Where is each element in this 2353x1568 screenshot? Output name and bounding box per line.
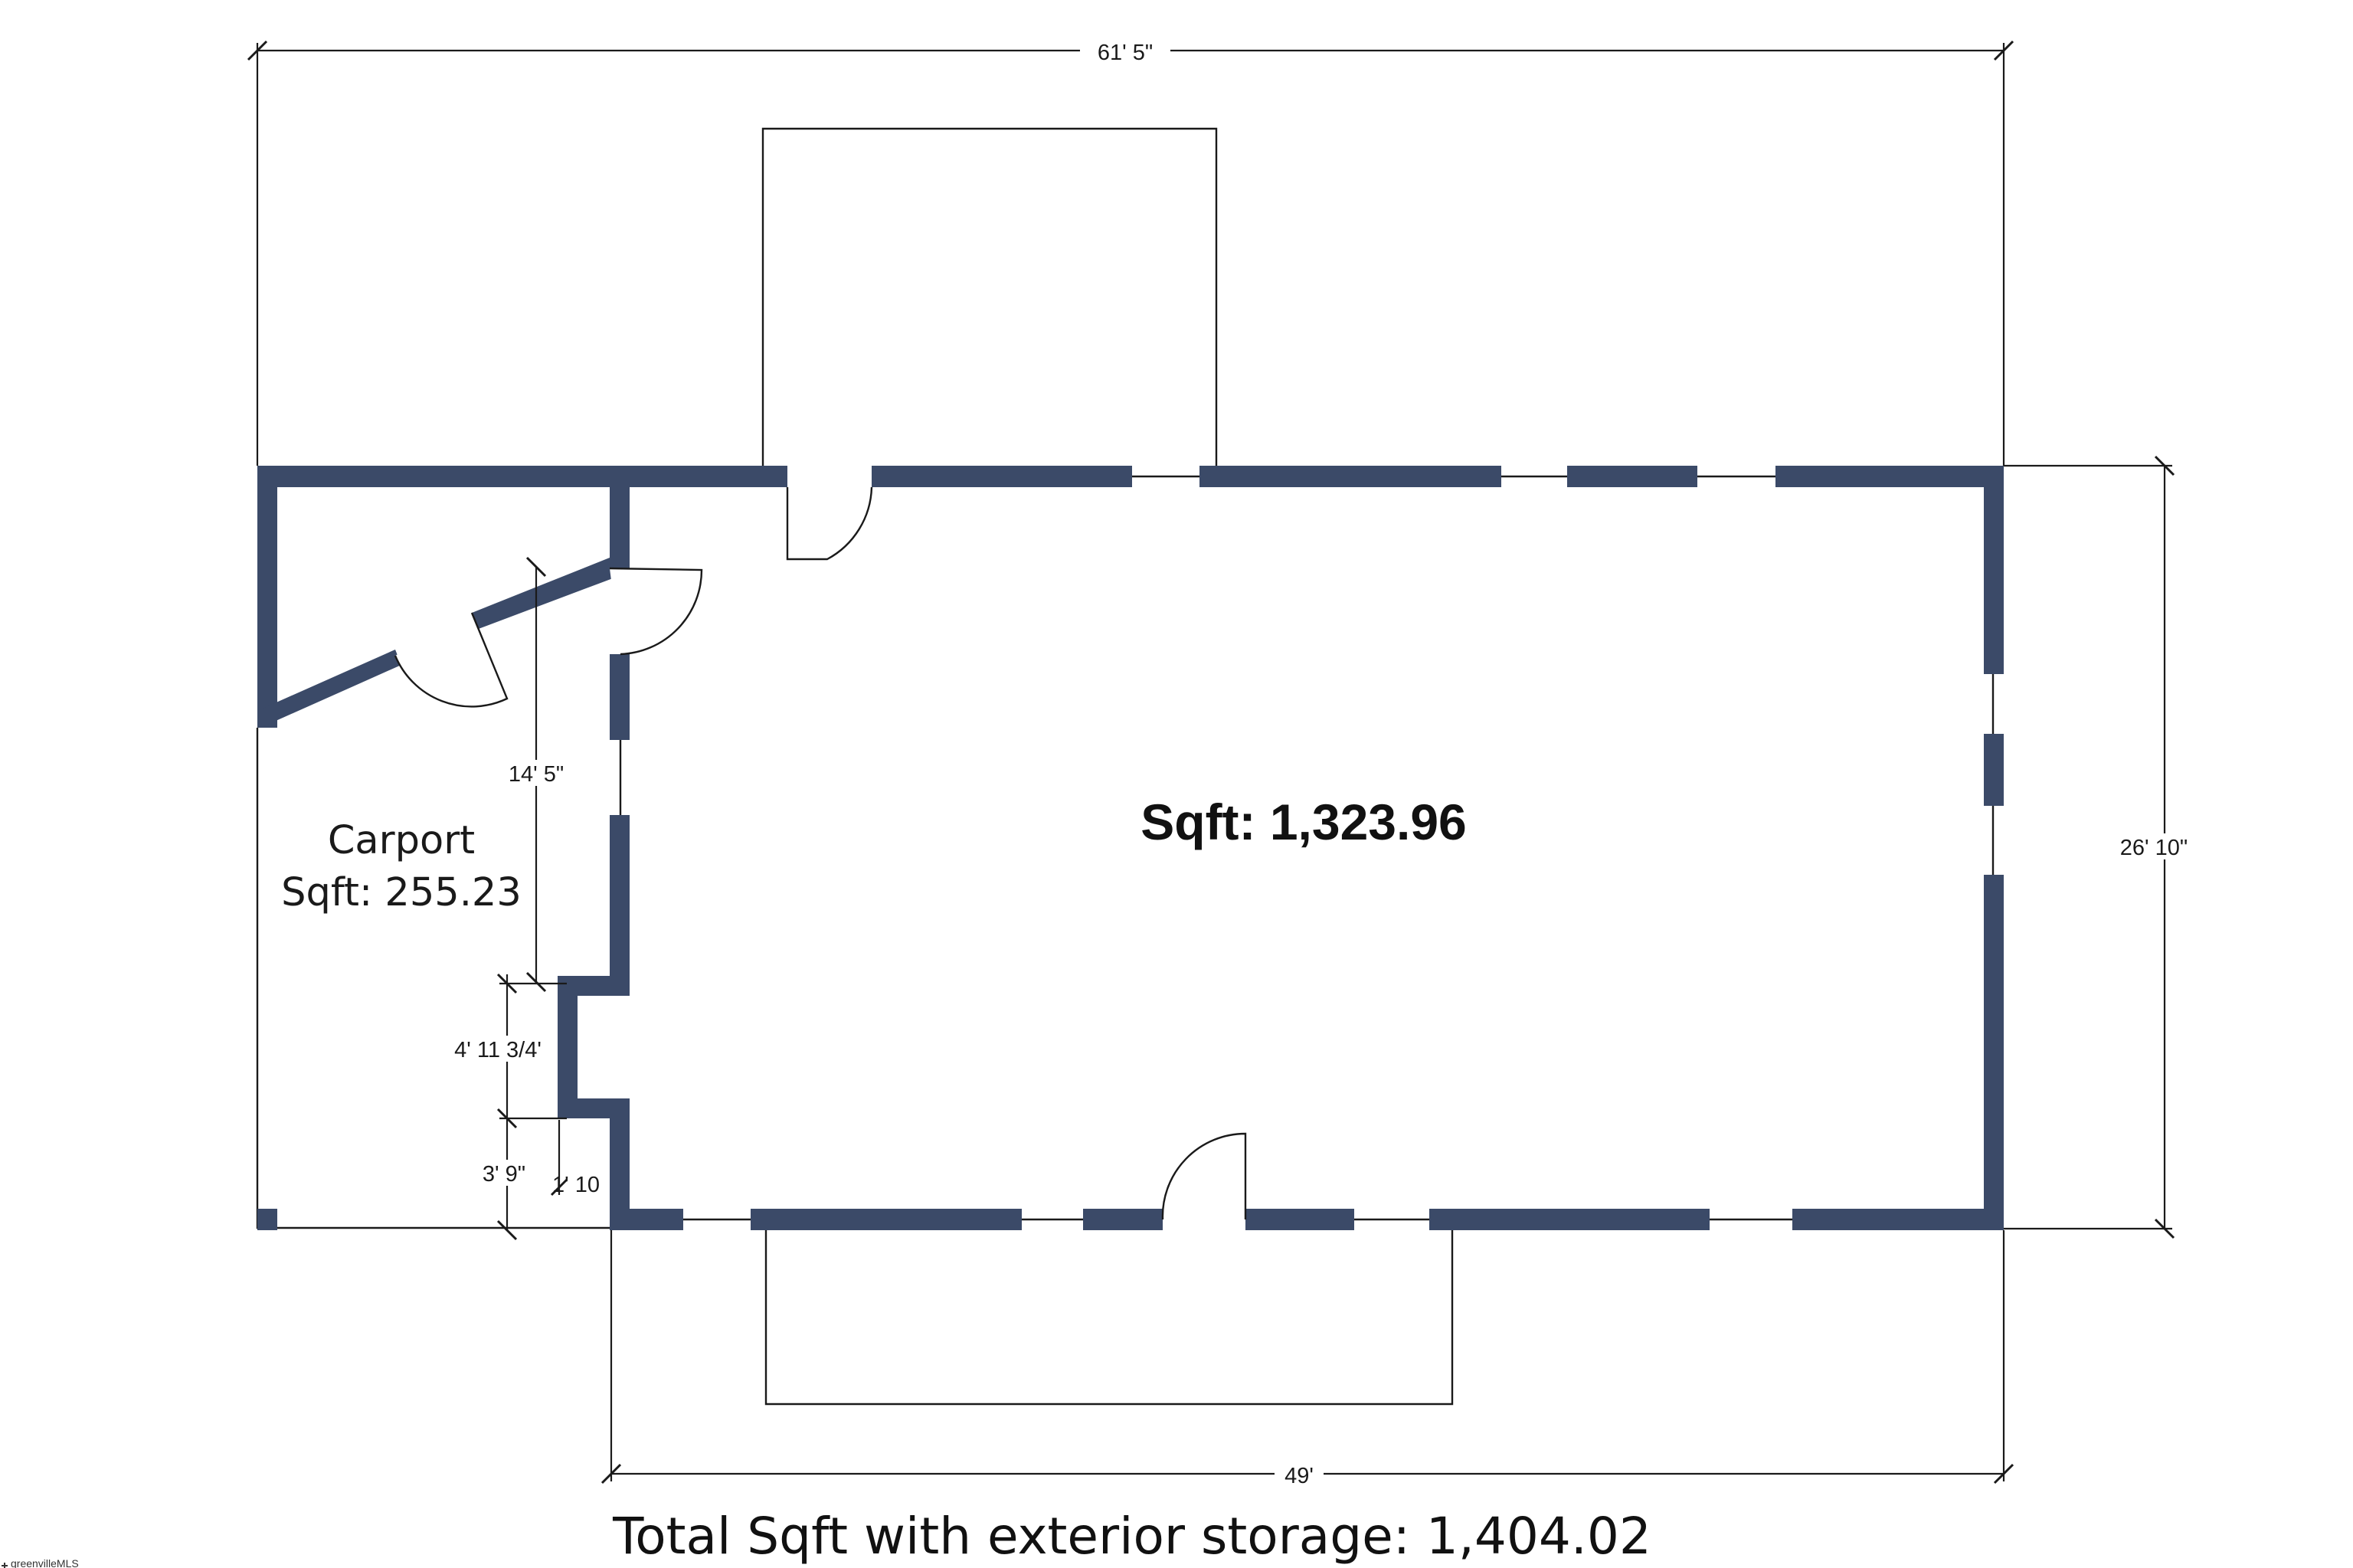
room-labels: Sqft: 1,323.96 Carport Sqft: 255.23	[281, 794, 1467, 915]
window-lines	[619, 475, 1995, 1221]
doors	[394, 486, 1247, 1220]
dim-carport-depth: 14' 5"	[509, 762, 564, 787]
dim-main-width: 49'	[1284, 1464, 1314, 1488]
dim-step-depth: 4' 11 3/4'	[454, 1038, 542, 1062]
total-sqft-label: Total Sqft with exterior storage: 1,404.…	[612, 1507, 1651, 1566]
walls	[257, 466, 2004, 1230]
dim-lower-depth: 3' 9"	[483, 1162, 525, 1187]
dim-main-depth: 26' 10"	[2120, 836, 2188, 860]
mls-logo: greenvilleMLS	[2, 1557, 79, 1568]
carport-sqft: Sqft: 255.23	[281, 870, 522, 915]
dim-wall-offset: 1' 10	[552, 1173, 600, 1197]
main-room-sqft: Sqft: 1,323.96	[1141, 794, 1467, 850]
dim-overall-width: 61' 5"	[1098, 41, 1153, 65]
carport-name: Carport	[328, 818, 475, 863]
dimension-labels: 61' 5" 26' 10" 49' 14' 5" 4' 11 3/4' 3' …	[440, 38, 2197, 1488]
mls-logo-text: greenvilleMLS	[11, 1557, 79, 1568]
